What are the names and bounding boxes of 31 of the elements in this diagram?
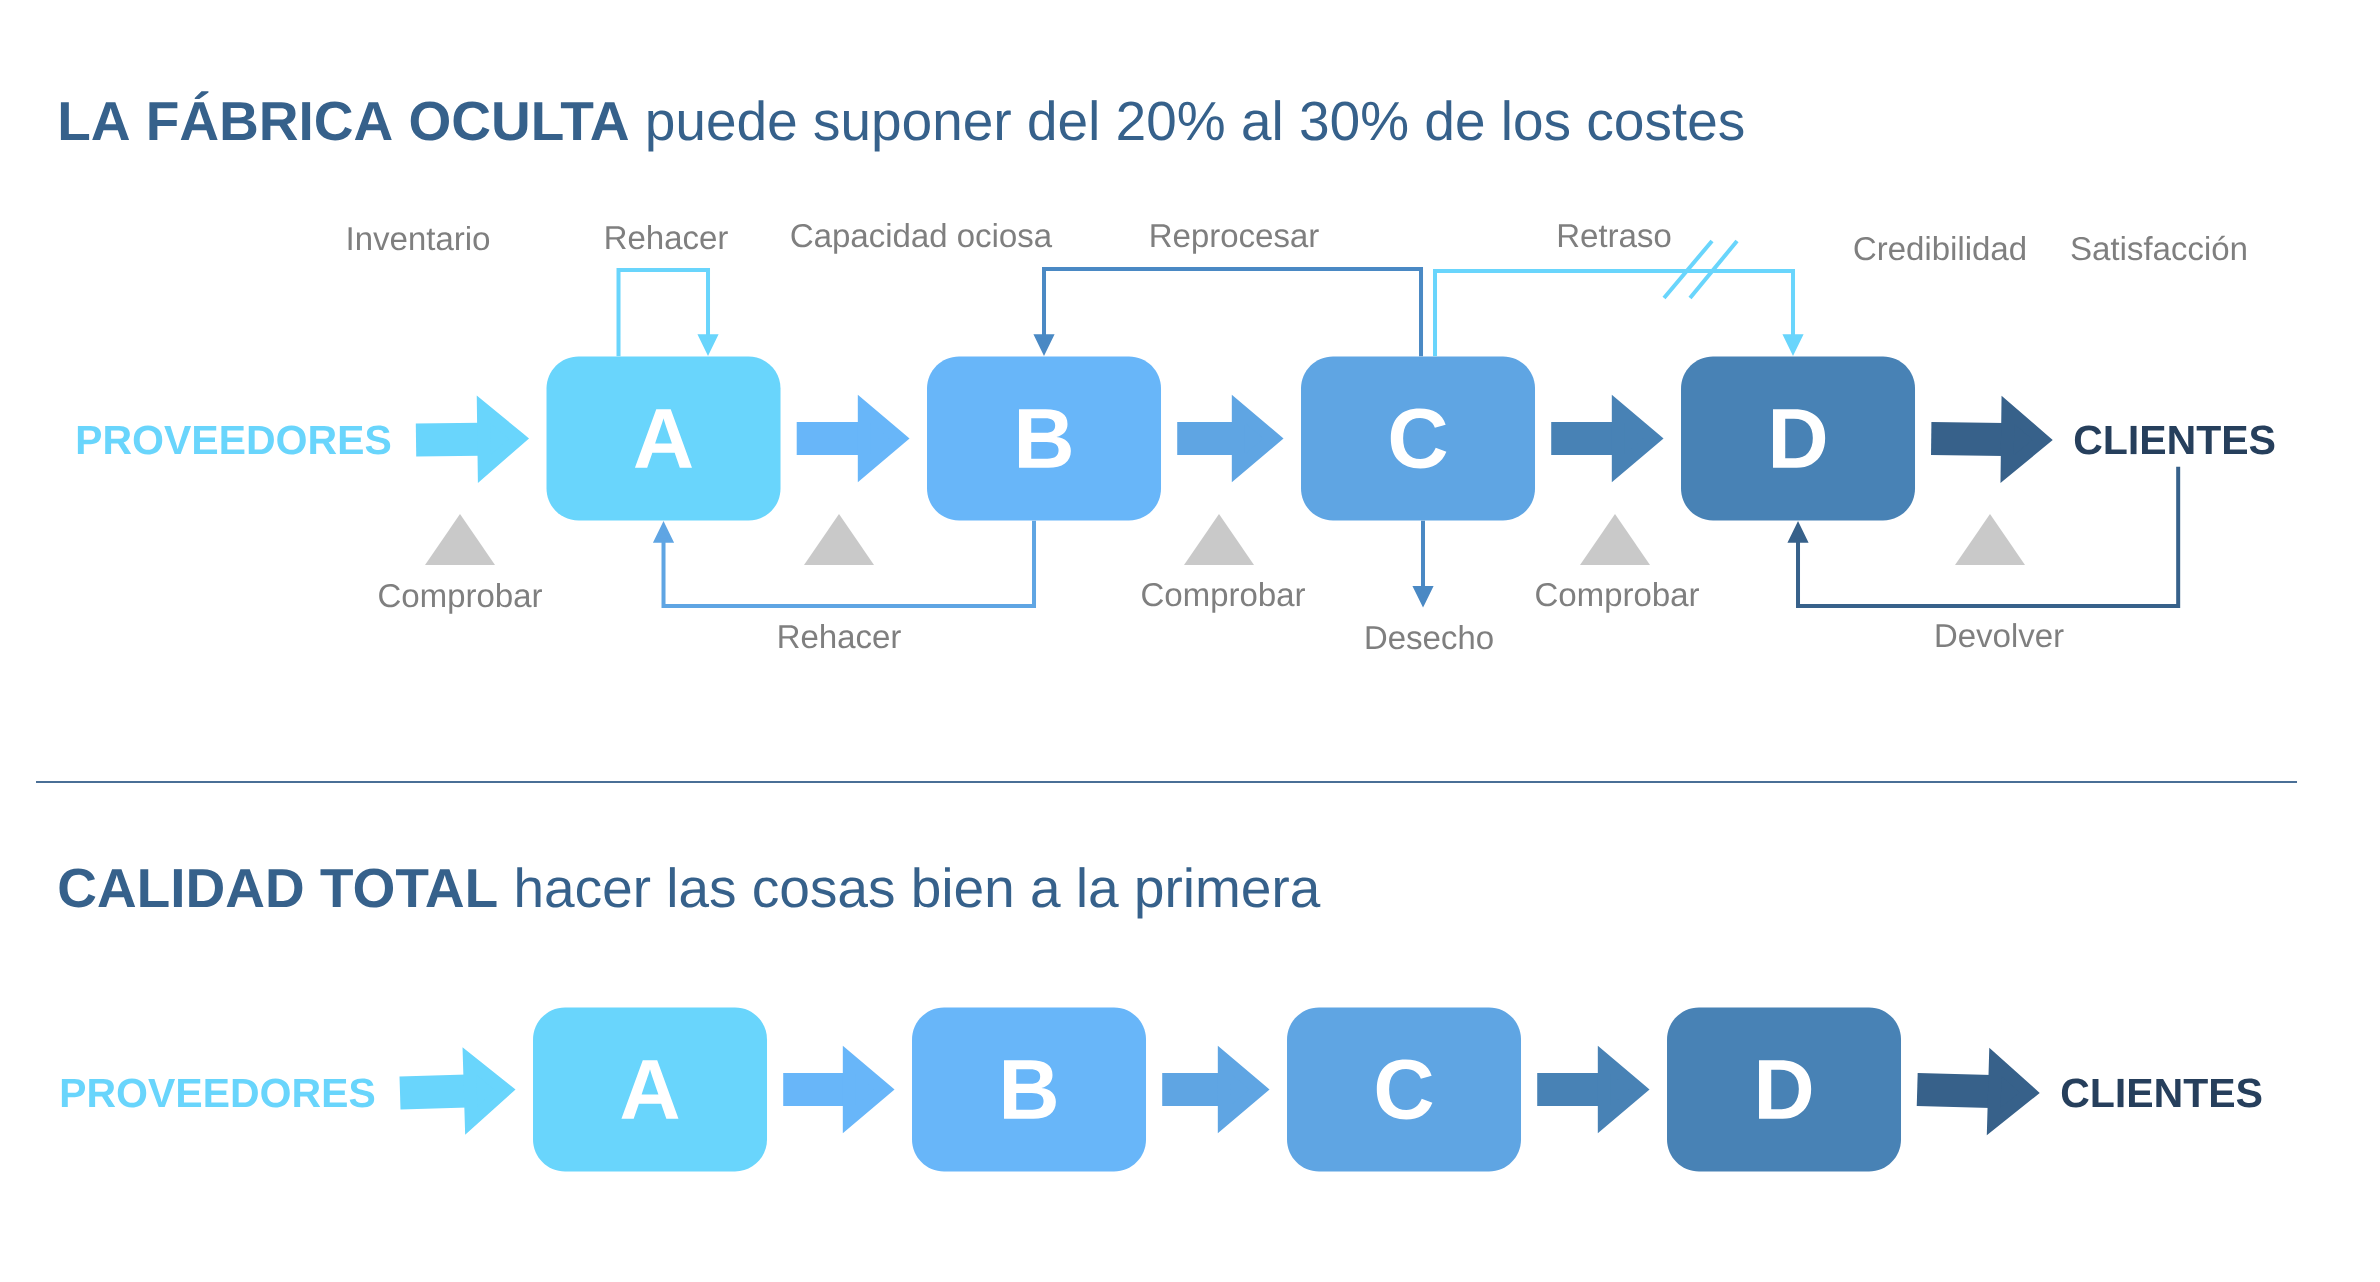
process-box: C — [1287, 1007, 1521, 1172]
annotation-label: Satisfacción — [2071, 235, 2246, 261]
connector-arrow — [1787, 466, 2181, 608]
flow-label: Desecho — [1366, 625, 1493, 650]
edge-label: Rehacer — [779, 624, 901, 649]
process-box: D — [1681, 356, 1915, 521]
annotation-label: Comprobar — [379, 583, 542, 614]
connector-arrow — [652, 520, 1036, 608]
edge-label: Reprocesar — [1151, 224, 1319, 254]
section-heading: CALIDAD TOTAL hacer las cosas bien a la primera — [59, 867, 1321, 919]
edge-label: Rehacer — [606, 225, 728, 250]
annotation-label: Inventario — [348, 226, 490, 251]
annotation-label: Comprobar — [1142, 582, 1305, 613]
process-box: B — [927, 356, 1161, 521]
annotation-label: Comprobar — [1536, 582, 1699, 613]
flow-label: CLIENTES — [2074, 425, 2275, 455]
process-box: C — [1301, 356, 1535, 521]
process-box: A — [546, 356, 781, 521]
title: LA FÁBRICA OCULTA puede suponer del 20% al 30% de los costes — [60, 91, 1744, 152]
connector-arrow — [616, 268, 719, 357]
process-box: A — [533, 1007, 767, 1172]
process-box: B — [912, 1007, 1146, 1172]
process-box: D — [1667, 1007, 1901, 1172]
edge-label: Devolver — [1936, 623, 2064, 648]
annotation-label: Credibilidad — [1854, 236, 2025, 261]
annotation-label: Capacidad ociosa — [791, 223, 1053, 254]
flow-label: PROVEEDORES — [77, 425, 391, 455]
flow-label: PROVEEDORES — [61, 1078, 375, 1108]
connector-arrow — [1433, 269, 1804, 357]
flow-label: CLIENTES — [2061, 1078, 2262, 1108]
edge-label: Retraso — [1558, 224, 1671, 248]
